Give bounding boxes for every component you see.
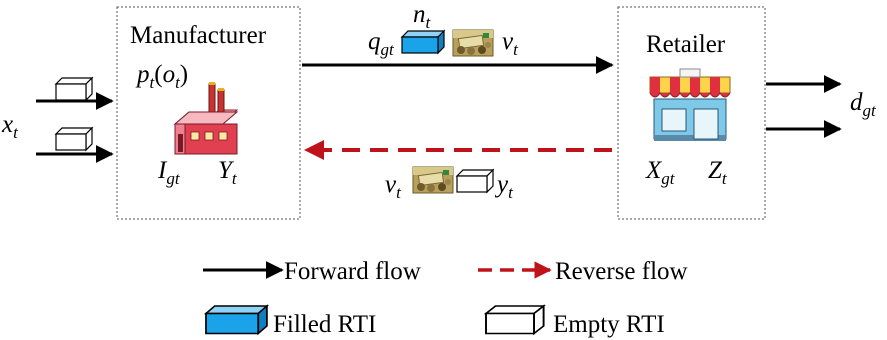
retailer-title: Retailer	[646, 31, 726, 58]
legend: Forward flow Reverse flow Filled RTI Emp…	[203, 258, 688, 338]
input-empty-rti-icon-top	[55, 77, 93, 101]
legend-empty-rti: Empty RTI	[485, 305, 665, 338]
retailer-inventory-label: Xgt	[645, 157, 676, 188]
reverse-waste-rti-icon	[412, 166, 454, 194]
legend-reverse-flow-label: Reverse flow	[555, 258, 688, 285]
retailer-empty-stock-label: Zt	[708, 157, 728, 188]
forward-top-label: nt	[413, 1, 432, 32]
output-label: dgt	[850, 89, 877, 120]
forward-filled-rti-icon	[401, 30, 445, 54]
input-label: xt	[1, 111, 19, 142]
manufacturer-empty-stock-label: Yt	[218, 157, 238, 188]
forward-waste-rti-icon	[452, 29, 494, 57]
legend-empty-rti-icon	[485, 305, 545, 335]
legend-reverse-flow: Reverse flow	[478, 258, 688, 285]
legend-forward-flow: Forward flow	[203, 258, 421, 285]
manufacturer-price-label: pt(ot)	[135, 61, 188, 92]
manufacturer-inventory-label: Igt	[157, 157, 181, 188]
factory-icon	[173, 82, 239, 155]
manufacturer-title: Manufacturer	[130, 22, 267, 49]
reverse-left-label: vt	[385, 171, 402, 202]
forward-left-label: qgt	[368, 28, 395, 59]
legend-filled-rti: Filled RTI	[205, 305, 376, 338]
reverse-right-label: yt	[494, 171, 514, 202]
store-icon	[649, 68, 731, 141]
legend-filled-rti-icon	[205, 305, 268, 335]
legend-forward-flow-label: Forward flow	[284, 258, 421, 285]
input-empty-rti-icon-bottom	[55, 127, 93, 151]
legend-filled-rti-label: Filled RTI	[273, 311, 376, 338]
reverse-empty-rti-icon	[456, 169, 494, 193]
legend-empty-rti-label: Empty RTI	[553, 311, 665, 338]
retailer-box	[617, 6, 766, 220]
forward-right-label: vt	[502, 28, 519, 59]
manufacturer-box	[116, 6, 301, 220]
